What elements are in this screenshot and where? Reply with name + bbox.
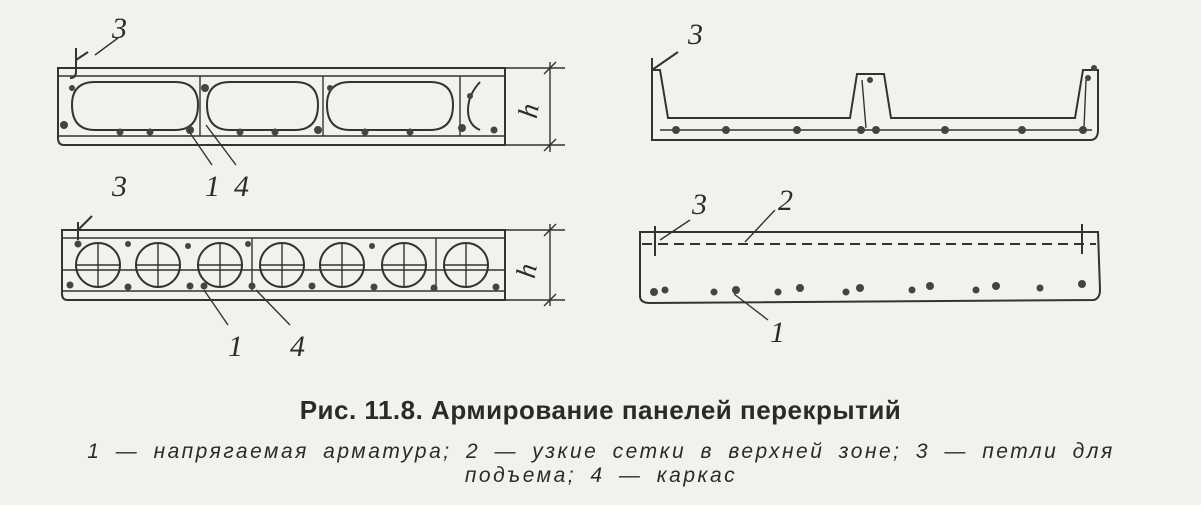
panel-oval-voids: h 3 1 4 bbox=[57, 12, 565, 203]
label-cage: 4 bbox=[234, 170, 249, 203]
figure-caption-legend: 1 — напрягаемая арматура; 2 — узкие сетк… bbox=[6, 440, 1196, 488]
legend-line-2: подъема; 4 — каркас bbox=[464, 464, 738, 487]
label-loop: 3 bbox=[691, 188, 707, 221]
panel-solid: 3 2 1 bbox=[639, 184, 1102, 349]
label-loop: 3 bbox=[111, 170, 127, 203]
label-prestressed: 1 bbox=[770, 316, 785, 349]
panel-round-voids: h 3 1 4 bbox=[61, 170, 565, 363]
label-cage: 4 bbox=[290, 330, 305, 363]
panel-ribbed: 3 bbox=[651, 18, 1099, 141]
label-loop: 3 bbox=[111, 12, 127, 45]
height-label: h bbox=[513, 101, 546, 120]
figure-caption-title: Рис. 11.8. Армирование панелей перекрыти… bbox=[299, 395, 902, 425]
label-prestressed: 1 bbox=[228, 330, 243, 363]
label-prestressed: 1 bbox=[205, 170, 220, 203]
label-mesh: 2 bbox=[778, 184, 793, 217]
legend-line-1: 1 — напрягаемая арматура; 2 — узкие сетк… bbox=[87, 440, 1115, 463]
height-label: h bbox=[511, 261, 544, 280]
label-loop: 3 bbox=[687, 18, 703, 51]
